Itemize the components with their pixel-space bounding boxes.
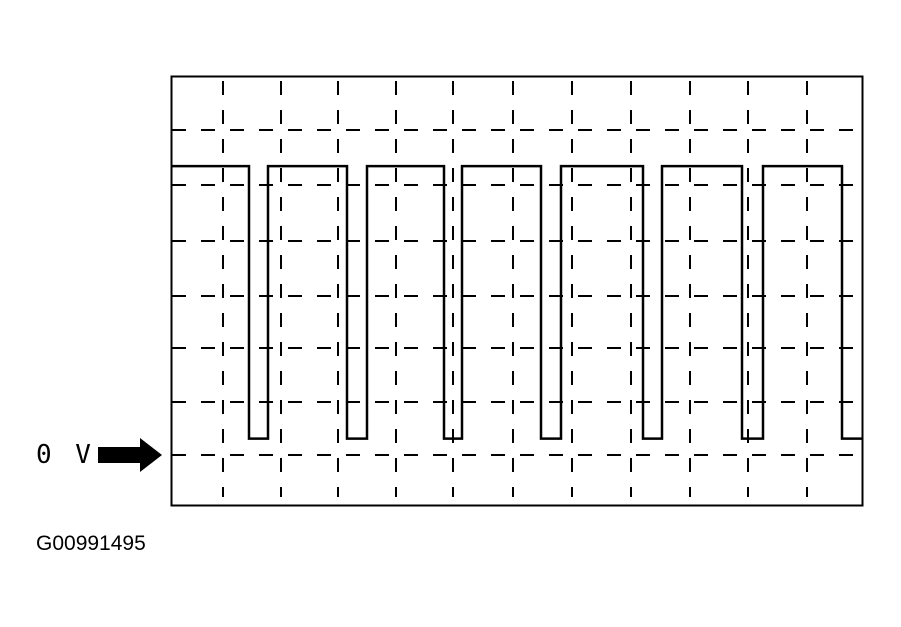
scope-frame: [170, 75, 864, 507]
zero-volt-label: 0 V: [36, 440, 95, 470]
waveform-trace: [172, 164, 862, 440]
arrow-right-icon: [98, 438, 162, 472]
figure-id: G00991495: [36, 532, 146, 555]
scope-grid: [172, 81, 862, 497]
